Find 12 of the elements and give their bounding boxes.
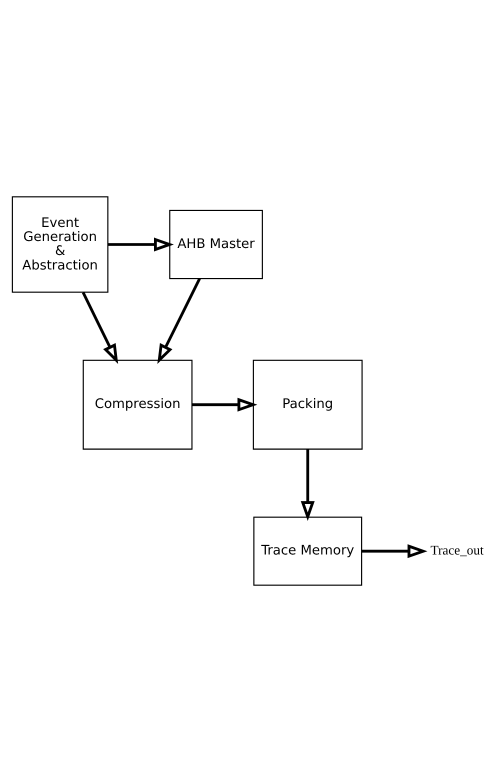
- node-box: Event Generation & Abstraction: [12, 196, 108, 292]
- node-box: Compression: [82, 359, 193, 450]
- node-box: Trace Memory: [253, 516, 362, 586]
- node-box: Packing: [252, 359, 363, 450]
- node-box: AHB Master: [169, 209, 263, 279]
- arrow: [82, 291, 118, 364]
- arrow: [362, 544, 428, 558]
- arrow: [192, 397, 258, 412]
- arrow: [300, 448, 315, 521]
- arrow: [108, 237, 174, 251]
- arrow: [157, 278, 201, 364]
- node-text: Trace_out: [430, 542, 484, 558]
